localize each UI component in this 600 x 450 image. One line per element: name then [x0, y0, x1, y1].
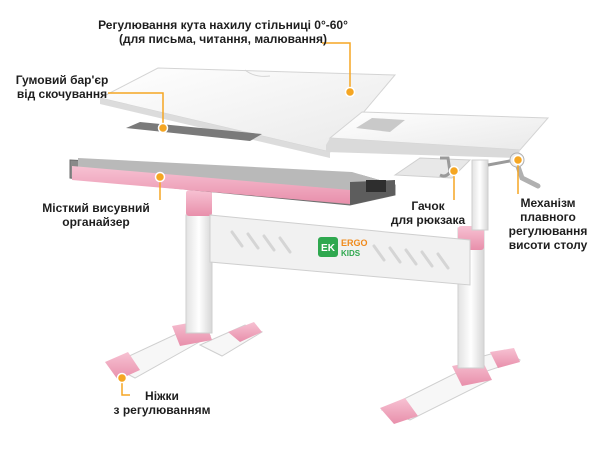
label-legs-line-2: з регулюванням [113, 403, 211, 417]
callout-line-legs [121, 380, 130, 396]
label-adjustable-legs: Ніжки з регулюванням [98, 389, 226, 417]
callout-line-tilt [322, 42, 351, 92]
left-leg-post [185, 190, 213, 334]
label-tilt-line-2: (для письма, читання, малювання) [118, 32, 328, 46]
label-rubber-barrier: Гумовий бар'єр від скочування [6, 73, 118, 101]
label-organizer-line-1: Місткий висувний [42, 201, 150, 215]
marker-barrier [157, 122, 169, 134]
ergo-kids-logo: EK ERGO KIDS [318, 237, 368, 258]
label-mech-line-2: плавного [520, 210, 576, 224]
label-mech-line-1: Механізм [520, 196, 576, 210]
right-front-foot [380, 360, 492, 424]
label-tilt-line-1: Регулювання кута нахилу стільниці 0°-60° [98, 18, 348, 32]
label-legs-line-1: Ніжки [145, 389, 179, 403]
left-front-foot [105, 320, 212, 380]
label-backpack-hook: Гачок для рюкзака [378, 199, 478, 227]
logo-badge: EK [321, 243, 336, 254]
marker-hook [448, 165, 460, 177]
label-barrier-line-2: від скочування [16, 87, 108, 101]
callout-markers [116, 86, 524, 384]
label-mech-line-4: висоти столу [508, 238, 588, 252]
label-mech-line-3: регулювання [508, 224, 588, 238]
left-rear-foot [198, 322, 264, 357]
marker-mechanism [512, 154, 524, 166]
crank-handle [487, 152, 541, 189]
callout-lines [108, 42, 519, 396]
logo-line-2: KIDS [341, 249, 361, 258]
label-drawer-organizer: Місткий висувний органайзер [36, 201, 156, 229]
label-hook-line-1: Гачок [411, 199, 445, 213]
crossbar-panel [209, 214, 471, 286]
marker-legs [116, 372, 128, 384]
callout-line-barrier [108, 92, 164, 128]
marker-organizer [154, 171, 166, 183]
label-organizer-line-2: органайзер [62, 215, 130, 229]
marker-tilt [344, 86, 356, 98]
label-hook-line-2: для рюкзака [390, 213, 466, 227]
drawer-organizer [69, 158, 396, 206]
fixed-tabletop [326, 111, 550, 179]
label-barrier-line-1: Гумовий бар'єр [15, 73, 109, 87]
logo-line-1: ERGO [341, 238, 368, 248]
label-height-mechanism: Механізм плавного регулювання висоти сто… [498, 196, 598, 252]
label-tilt-adjustment: Регулювання кута нахилу стільниці 0°-60°… [96, 18, 350, 46]
